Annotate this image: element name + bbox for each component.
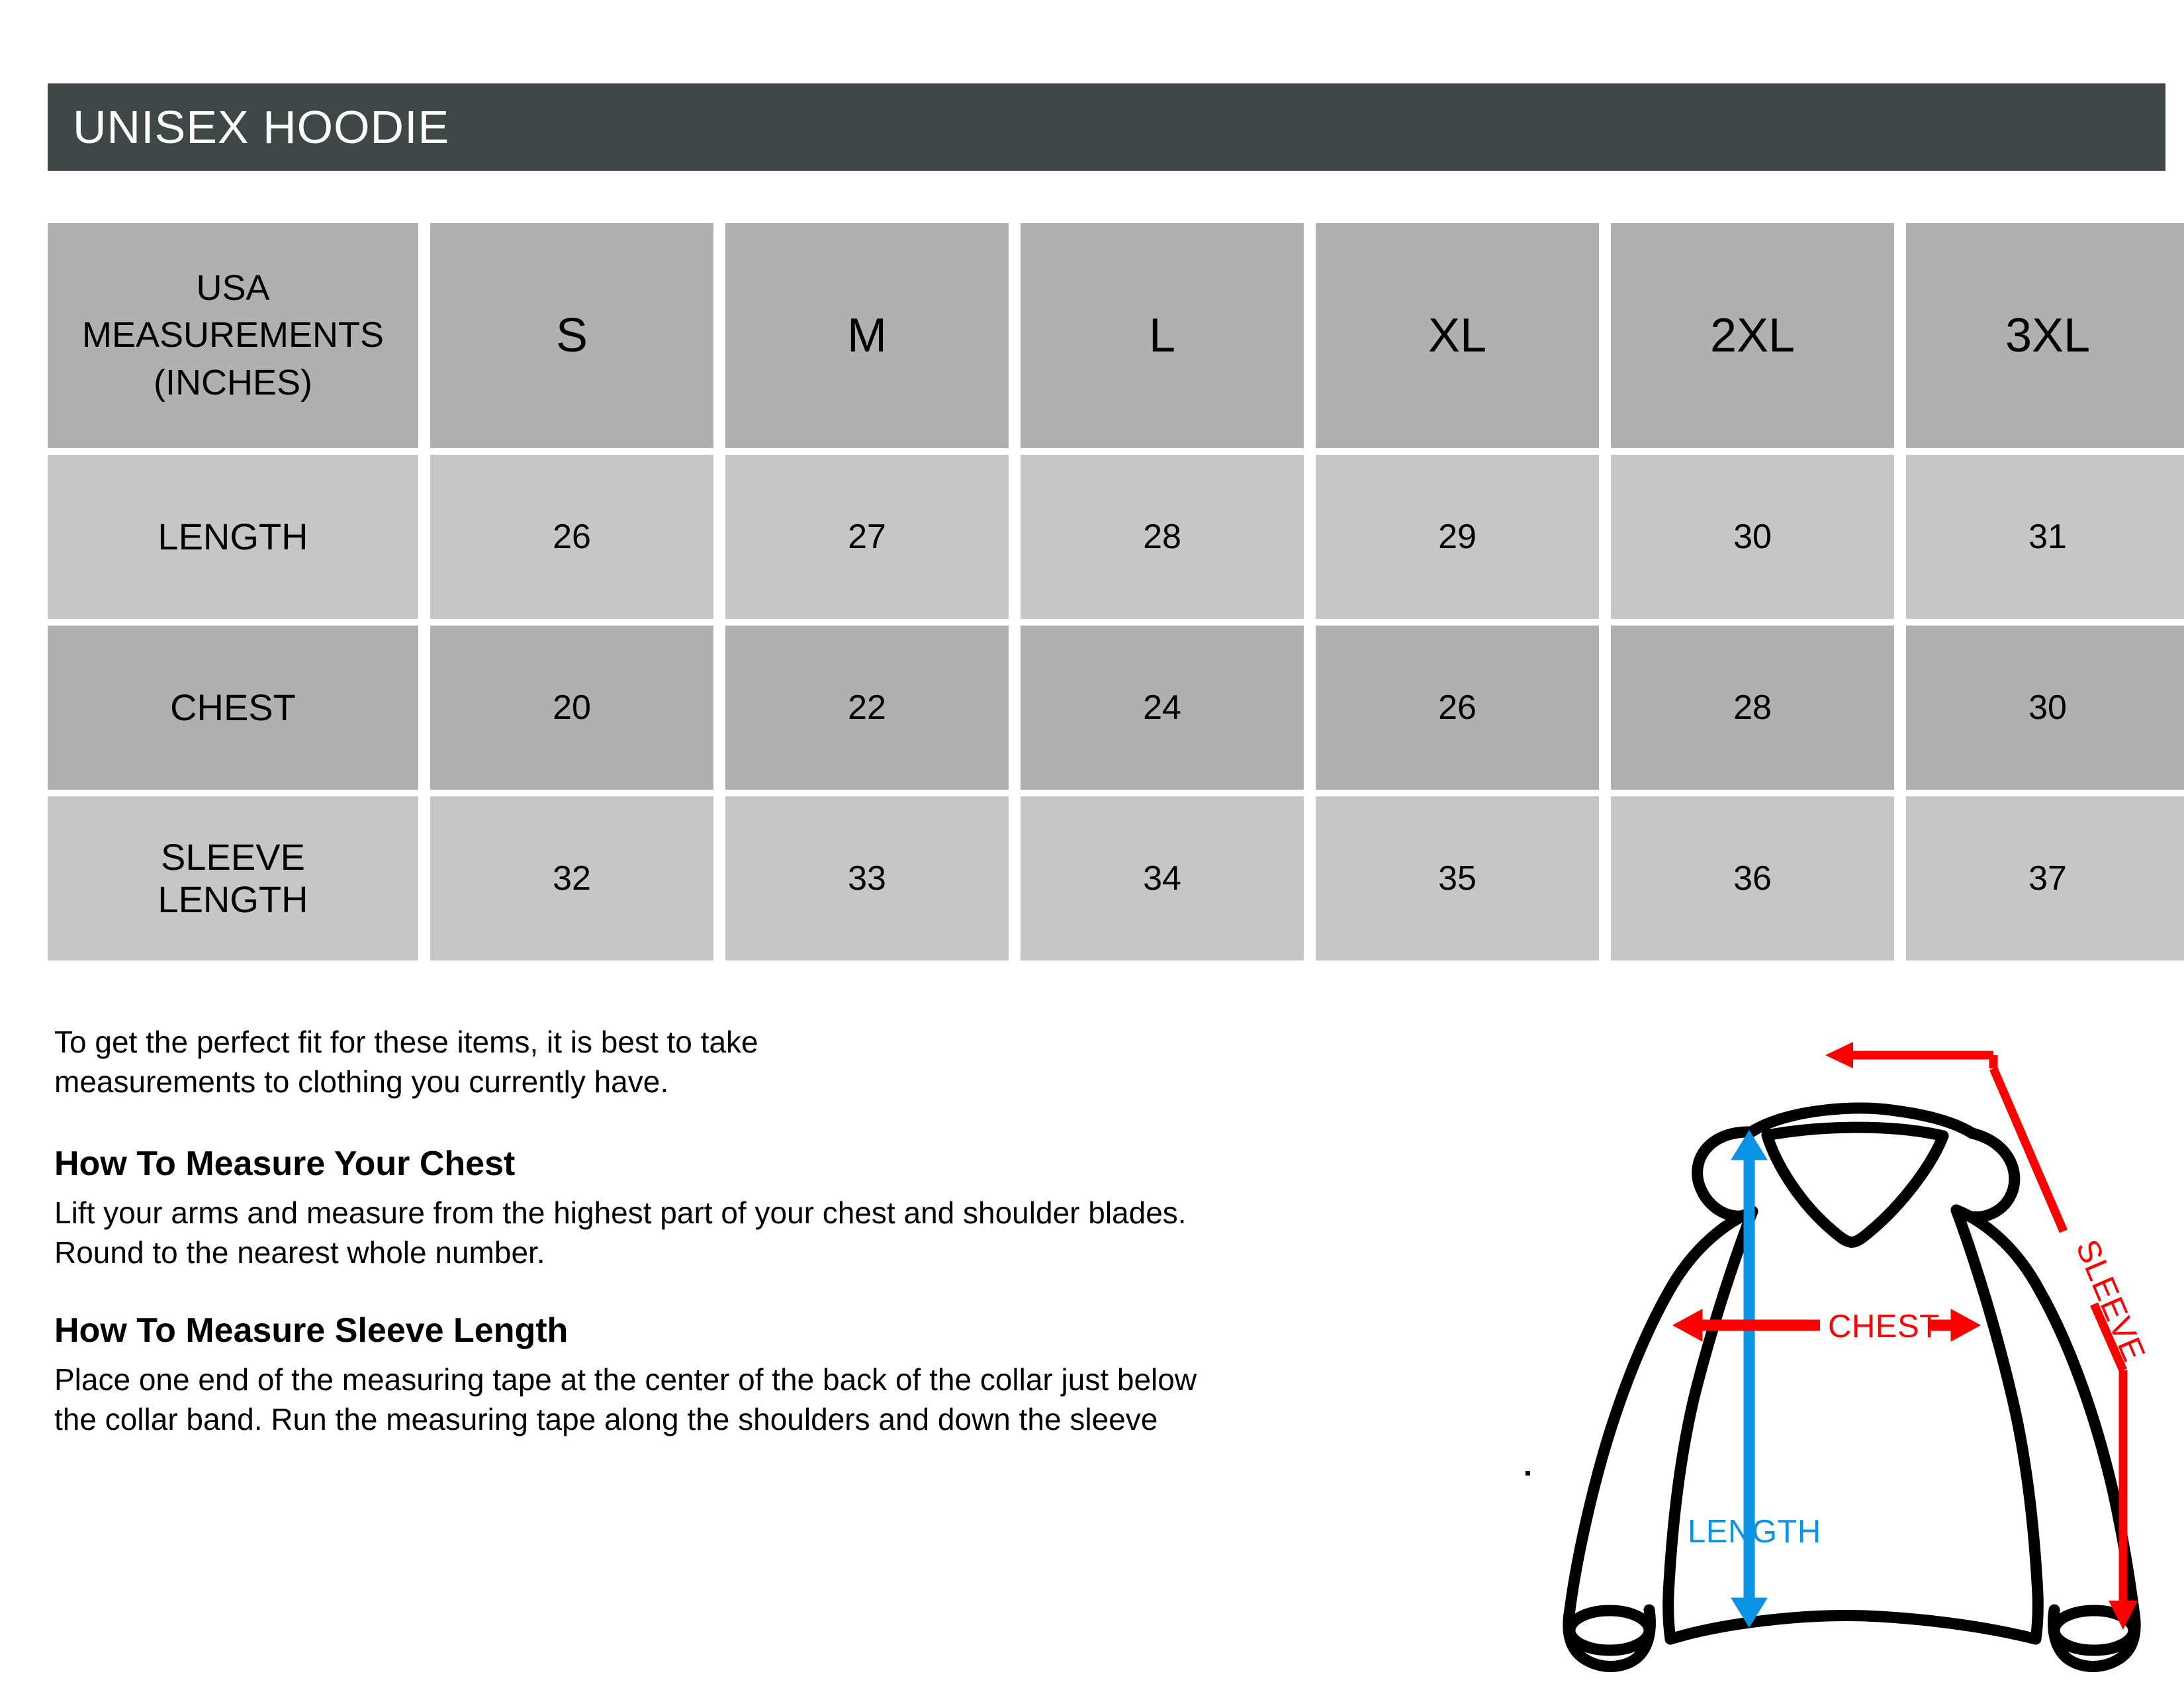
table-header-row: USA MEASUREMENTS (INCHES) S M L XL 2XL 3… — [48, 223, 2184, 448]
row-label-sleeve-line-1: SLEEVE — [161, 835, 305, 878]
column-header-m: M — [725, 223, 1009, 448]
cell-chest-s: 20 — [430, 626, 713, 790]
cell-chest-xl: 26 — [1316, 626, 1599, 790]
cell-length-l: 28 — [1021, 455, 1304, 619]
cell-sleeve-l: 34 — [1021, 796, 1304, 961]
cell-sleeve-3xl: 37 — [1906, 796, 2184, 961]
table-corner-label: USA MEASUREMENTS (INCHES) — [48, 223, 418, 448]
cell-chest-3xl: 30 — [1906, 626, 2184, 790]
length-measure-arrow — [1731, 1130, 1768, 1628]
cell-chest-m: 22 — [725, 626, 1009, 790]
table-row: SLEEVE LENGTH 32 33 34 35 36 37 — [48, 796, 2184, 961]
corner-label-line-2: MEASUREMENTS — [81, 315, 385, 355]
row-label-length: LENGTH — [48, 455, 418, 619]
sleeve-section-heading: How To Measure Sleeve Length — [54, 1311, 569, 1350]
row-label-sleeve-line-2: LENGTH — [158, 878, 308, 920]
page-title: UNISEX HOODIE — [73, 101, 450, 153]
cell-chest-2xl: 28 — [1611, 626, 1894, 790]
sleeve-measure-arrow — [1825, 1042, 2138, 1630]
table-row: LENGTH 26 27 28 29 30 31 — [48, 455, 2184, 619]
cell-length-xl: 29 — [1316, 455, 1599, 619]
page-title-bar: UNISEX HOODIE — [48, 83, 2165, 171]
cell-sleeve-m: 33 — [725, 796, 1009, 961]
cell-length-s: 26 — [430, 455, 713, 619]
cell-length-2xl: 30 — [1611, 455, 1894, 619]
hoodie-diagram: LENGTH CHEST SLEEVE — [1509, 1013, 2184, 1688]
row-label-sleeve-length: SLEEVE LENGTH — [48, 796, 418, 961]
column-header-3xl: 3XL — [1906, 223, 2184, 448]
column-header-xl: XL — [1316, 223, 1599, 448]
sleeve-section-body: Place one end of the measuring tape at t… — [54, 1362, 1197, 1436]
length-measure-label: LENGTH — [1688, 1514, 1821, 1550]
row-label-chest: CHEST — [48, 626, 418, 790]
chest-section-heading: How To Measure Your Chest — [54, 1144, 516, 1183]
table-row: CHEST 20 22 24 26 28 30 — [48, 626, 2184, 790]
instructions-block: To get the perfect fit for these items, … — [54, 1023, 1524, 1440]
cell-sleeve-2xl: 36 — [1611, 796, 1894, 961]
column-header-l: L — [1021, 223, 1304, 448]
chest-measure-label: CHEST — [1828, 1309, 1940, 1344]
cell-length-3xl: 31 — [1906, 455, 2184, 619]
corner-label-line-3: (INCHES) — [154, 362, 312, 402]
corner-label-line-1: USA — [196, 268, 270, 308]
stray-dot-artifact — [1525, 1471, 1530, 1476]
chest-measure-arrow — [1672, 1309, 1981, 1342]
cell-sleeve-s: 32 — [430, 796, 713, 961]
column-header-2xl: 2XL — [1611, 223, 1894, 448]
size-chart-table: USA MEASUREMENTS (INCHES) S M L XL 2XL 3… — [48, 223, 2184, 961]
column-header-s: S — [430, 223, 713, 448]
chest-section-body: Lift your arms and measure from the high… — [54, 1195, 1187, 1270]
intro-paragraph: To get the perfect fit for these items, … — [54, 1025, 758, 1099]
cell-chest-l: 24 — [1021, 626, 1304, 790]
cell-sleeve-xl: 35 — [1316, 796, 1599, 961]
hoodie-outline-icon — [1563, 1102, 2141, 1672]
cell-length-m: 27 — [725, 455, 1009, 619]
